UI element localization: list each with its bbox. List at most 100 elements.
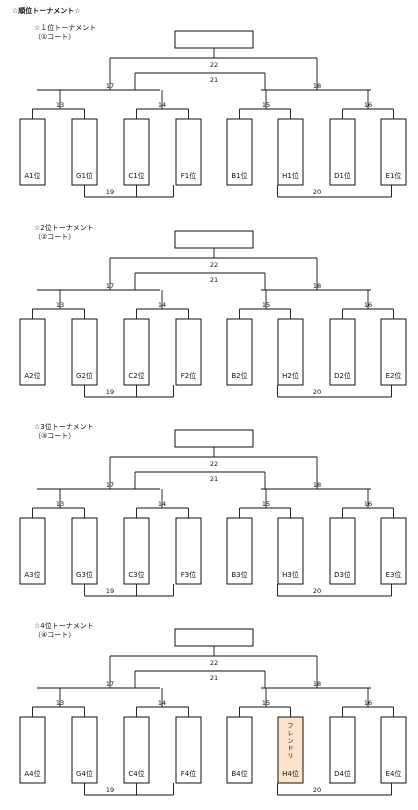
team-label: F2位 <box>181 371 196 380</box>
court-label: （③コート） <box>34 432 76 440</box>
team-label: A1位 <box>24 171 40 180</box>
quarterfinal-match-number: 16 <box>364 500 372 508</box>
friendly-note-char: ン <box>287 738 293 745</box>
team-slot <box>380 118 407 186</box>
team-label: B3位 <box>231 570 247 579</box>
quarterfinal-match-number: 15 <box>262 101 270 109</box>
team-slot <box>380 716 407 784</box>
team-slot <box>175 318 202 386</box>
team-label: E1位 <box>386 171 402 180</box>
team-label: G3位 <box>76 570 93 579</box>
team-slot <box>123 716 150 784</box>
team-slot <box>71 517 98 585</box>
friendly-note-char: フ <box>287 723 293 730</box>
quarterfinal-match-number: 14 <box>158 699 166 707</box>
final-match-number: 22 <box>210 261 218 269</box>
team-label: H4位 <box>282 769 299 778</box>
team-slot <box>123 318 150 386</box>
quarterfinal-match-number: 16 <box>364 699 372 707</box>
final-match-number: 22 <box>210 659 218 667</box>
team-label: F4位 <box>181 769 196 778</box>
friendly-note-char: リ <box>287 753 293 760</box>
team-slot <box>19 716 46 784</box>
quarterfinal-match-number: 14 <box>158 301 166 309</box>
quarterfinal-match-number: 13 <box>56 101 64 109</box>
team-slot <box>329 318 356 386</box>
quarterfinal-match-number: 16 <box>364 301 372 309</box>
court-label: （②コート） <box>34 233 76 241</box>
team-label: B4位 <box>231 769 247 778</box>
team-slot <box>277 118 304 186</box>
consolation-match-number: 19 <box>106 188 114 196</box>
consolation-match-number: 20 <box>313 587 321 595</box>
quarterfinal-match-number: 13 <box>56 500 64 508</box>
team-label: E3位 <box>386 570 402 579</box>
winner-box <box>174 429 254 448</box>
team-slot <box>226 318 253 386</box>
quarterfinal-match-number: 14 <box>158 500 166 508</box>
team-label: D1位 <box>334 171 351 180</box>
team-label: D3位 <box>334 570 351 579</box>
team-slot <box>19 118 46 186</box>
team-slot <box>71 118 98 186</box>
team-slot <box>380 318 407 386</box>
semifinal-match-number: 18 <box>313 282 321 290</box>
team-slot <box>226 517 253 585</box>
team-label: H3位 <box>282 570 299 579</box>
team-label: C1位 <box>128 171 144 180</box>
team-slot <box>380 517 407 585</box>
quarterfinal-match-number: 16 <box>364 101 372 109</box>
team-label: A3位 <box>24 570 40 579</box>
team-slot <box>175 118 202 186</box>
team-slot <box>19 318 46 386</box>
third-place-match-number: 21 <box>210 475 218 483</box>
team-label: H2位 <box>282 371 299 380</box>
consolation-match-number: 20 <box>313 188 321 196</box>
friendly-note-char: ド <box>287 746 293 753</box>
quarterfinal-match-number: 14 <box>158 101 166 109</box>
team-slot <box>226 716 253 784</box>
team-label: A4位 <box>24 769 40 778</box>
semifinal-match-number: 17 <box>106 282 114 290</box>
winner-box <box>174 30 254 49</box>
team-label: A2位 <box>24 371 40 380</box>
team-slot <box>175 716 202 784</box>
team-slot <box>226 118 253 186</box>
final-match-number: 22 <box>210 460 218 468</box>
team-label: C4位 <box>128 769 144 778</box>
court-label: （④コート） <box>34 631 76 639</box>
tournament-title: ☆１位トーナメント <box>34 24 97 32</box>
consolation-match-number: 20 <box>313 388 321 396</box>
team-slot <box>277 318 304 386</box>
friendly-note-char: レ <box>287 731 293 738</box>
semifinal-match-number: 18 <box>313 481 321 489</box>
final-match-number: 22 <box>210 61 218 69</box>
team-label: E4位 <box>386 769 402 778</box>
quarterfinal-match-number: 15 <box>262 699 270 707</box>
team-label: F3位 <box>181 570 196 579</box>
quarterfinal-match-number: 13 <box>56 301 64 309</box>
consolation-match-number: 19 <box>106 786 114 794</box>
team-slot <box>329 517 356 585</box>
team-slot <box>277 517 304 585</box>
team-slot <box>329 118 356 186</box>
consolation-match-number: 19 <box>106 587 114 595</box>
team-label: B1位 <box>231 171 247 180</box>
page-title: ☆順位トーナメント☆ <box>12 7 81 15</box>
team-label: G1位 <box>76 171 93 180</box>
semifinal-match-number: 17 <box>106 680 114 688</box>
winner-box <box>174 628 254 647</box>
quarterfinal-match-number: 13 <box>56 699 64 707</box>
team-label: C3位 <box>128 570 144 579</box>
third-place-match-number: 21 <box>210 76 218 84</box>
third-place-match-number: 21 <box>210 674 218 682</box>
semifinal-match-number: 18 <box>313 82 321 90</box>
court-label: （①コート） <box>34 33 76 41</box>
